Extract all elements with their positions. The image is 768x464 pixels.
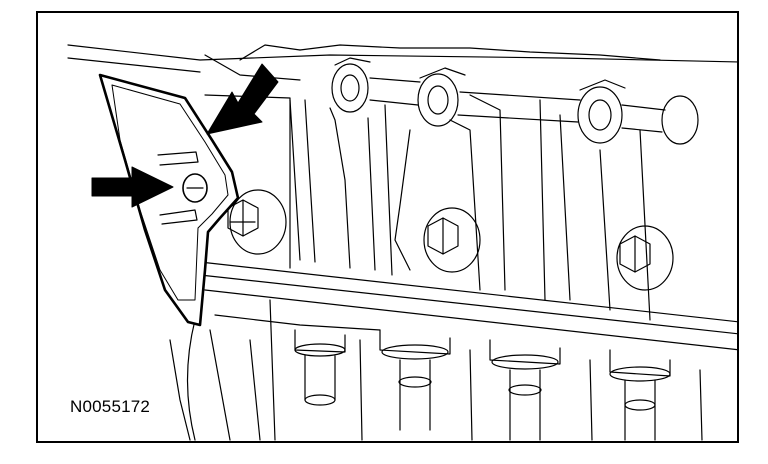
lower-studs <box>269 299 703 441</box>
bolt-2 <box>423 207 481 273</box>
bolt-1 <box>227 189 287 255</box>
cylinder-head-webs <box>289 94 651 321</box>
arrow-pointing-down-left-icon <box>206 63 279 135</box>
camshaft-bosses <box>331 57 699 145</box>
timing-cover-plate <box>98 73 240 327</box>
figure-id-label: N0055172 <box>70 397 151 416</box>
arrow-pointing-right-icon <box>91 166 174 208</box>
bolt-3 <box>616 225 674 291</box>
